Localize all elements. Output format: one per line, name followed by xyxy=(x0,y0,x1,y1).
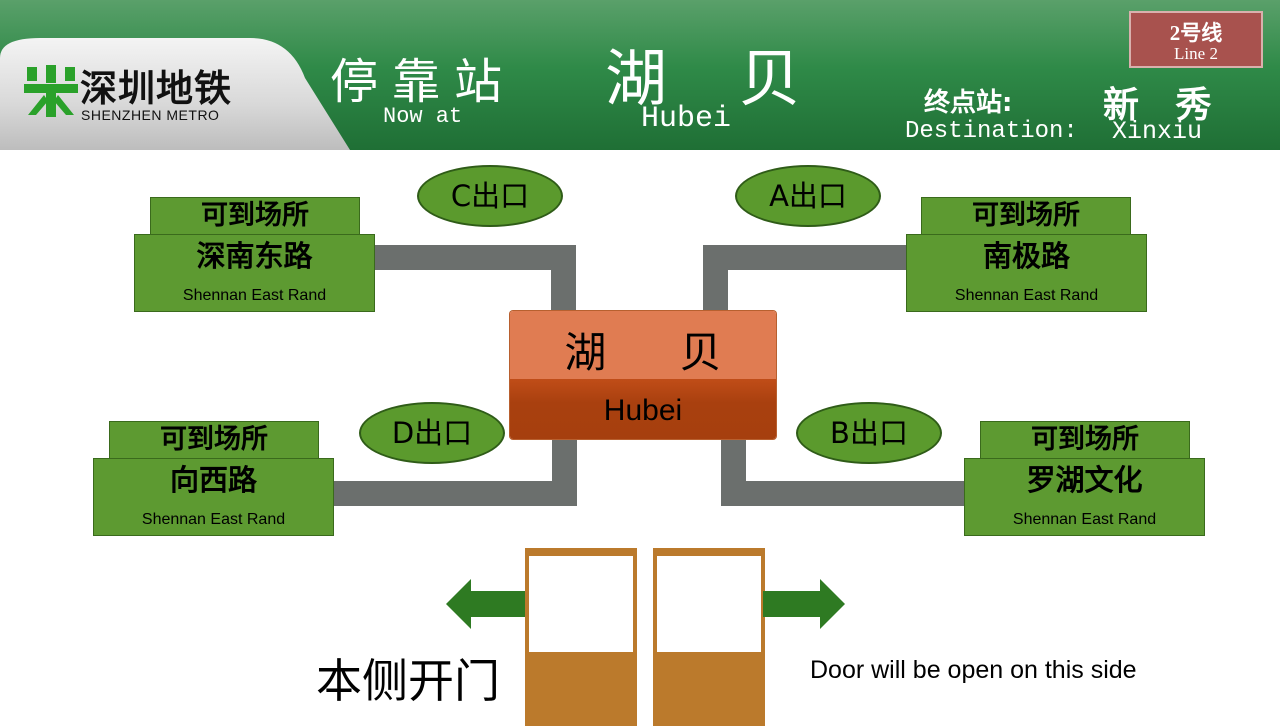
destination-station-cn: 新 秀 xyxy=(1103,85,1224,126)
destination-station-en: Xinxiu xyxy=(1112,117,1203,146)
connector-a-horizontal xyxy=(703,245,909,270)
center-station-en: Hubei xyxy=(603,394,683,427)
header-bar: 深圳地铁 SHENZHEN METRO 停靠站 Now at 湖 贝 Hubei… xyxy=(0,0,1280,150)
connector-d-horizontal xyxy=(332,481,577,506)
logo-panel xyxy=(0,38,350,150)
exit-d-reachable-tag: 可到场所 xyxy=(109,421,319,459)
exit-d-destination-box[interactable]: 向西路 Shennan East Rand xyxy=(93,458,334,536)
arrow-left-icon xyxy=(446,579,528,629)
exit-a-destination-box[interactable]: 南极路 Shennan East Rand xyxy=(906,234,1147,312)
destination-label-cn: 终点站: xyxy=(924,88,1013,118)
exit-c-place-cn: 深南东路 xyxy=(196,239,313,273)
center-station-box: 湖 贝 Hubei xyxy=(510,311,776,439)
center-station-cn: 湖 贝 xyxy=(564,328,752,377)
exit-b-place-en: Shennan East Rand xyxy=(1012,511,1157,528)
door-left xyxy=(525,548,637,726)
logo-text-cn: 深圳地铁 xyxy=(80,67,232,110)
exit-a-badge[interactable]: A出口 xyxy=(735,165,881,227)
line-badge-cn: 2号线 xyxy=(1169,21,1223,45)
exit-c-place-en: Shennan East Rand xyxy=(182,287,327,304)
door-open-label-en: Door will be open on this side xyxy=(810,656,1137,684)
exit-c-reachable-tag: 可到场所 xyxy=(150,197,360,235)
line-badge: 2号线 Line 2 xyxy=(1129,11,1263,68)
center-station-top xyxy=(510,311,776,379)
current-station-cn: 湖 贝 xyxy=(605,42,827,115)
arrow-right-icon xyxy=(763,579,845,629)
exit-b-reachable-tag: 可到场所 xyxy=(980,421,1190,459)
now-at-label-en: Now at xyxy=(383,104,463,129)
connector-c-vertical xyxy=(551,245,576,313)
exit-d-place-cn: 向西路 xyxy=(169,463,257,497)
exit-c-destination-box[interactable]: 深南东路 Shennan East Rand xyxy=(134,234,375,312)
connector-c-horizontal xyxy=(372,245,576,270)
door-right xyxy=(653,548,765,726)
connector-b-vertical xyxy=(721,437,746,506)
door-left-window xyxy=(529,556,633,652)
center-station-bottom xyxy=(510,379,776,439)
exit-a-place-cn: 南极路 xyxy=(982,239,1070,273)
connector-d-vertical xyxy=(552,437,577,506)
exit-d-place-en: Shennan East Rand xyxy=(141,511,286,528)
door-right-window xyxy=(657,556,761,652)
exit-d-badge[interactable]: D出口 xyxy=(359,402,505,464)
connector-b-horizontal xyxy=(721,481,967,506)
exit-b-badge[interactable]: B出口 xyxy=(796,402,942,464)
line-badge-en: Line 2 xyxy=(1174,44,1218,63)
exit-a-reachable-tag: 可到场所 xyxy=(921,197,1131,235)
door-open-label-cn: 本侧开门 xyxy=(316,654,500,708)
exit-a-place-en: Shennan East Rand xyxy=(954,287,1099,304)
logo-panel-background xyxy=(0,38,350,150)
exit-b-destination-box[interactable]: 罗湖文化 Shennan East Rand xyxy=(964,458,1205,536)
destination-label-en: Destination: xyxy=(905,118,1078,145)
connector-a-vertical xyxy=(703,245,728,313)
exit-c-badge[interactable]: C出口 xyxy=(417,165,563,227)
exit-b-place-cn: 罗湖文化 xyxy=(1026,463,1143,497)
current-station-en: Hubei xyxy=(641,102,732,136)
shenzhen-metro-logo-icon xyxy=(24,65,78,117)
logo-text-en: SHENZHEN METRO xyxy=(81,107,220,123)
now-at-label-cn: 停靠站 xyxy=(330,54,517,110)
